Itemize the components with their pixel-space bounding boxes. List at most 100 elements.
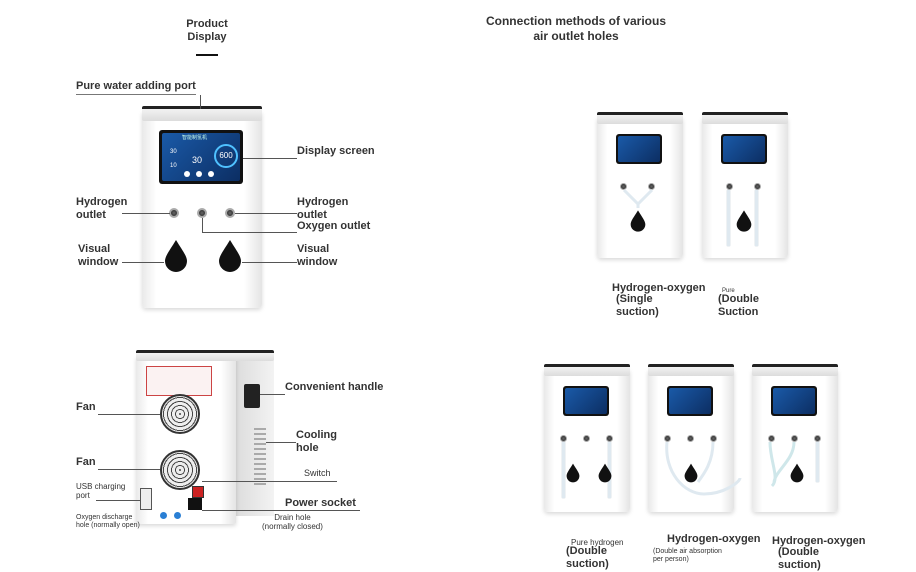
leader-line: [98, 469, 160, 470]
back-machine-lid: [136, 350, 274, 361]
leader-line: [202, 481, 337, 482]
hydrogen-outlet-left-knob: [169, 208, 179, 218]
outlet-knob: [687, 435, 694, 442]
fan-bottom-icon: [160, 450, 200, 490]
drain-hole: [174, 512, 181, 519]
hydrogen-outlet-right-knob: [225, 208, 235, 218]
tube: [816, 442, 819, 482]
outlet-knob: [664, 435, 671, 442]
title-underline: [196, 54, 218, 56]
front-machine-lid: [142, 106, 262, 121]
warning-sticker: [146, 366, 212, 396]
small-machine-lid: [544, 364, 630, 376]
y-tube-icon: [622, 188, 654, 208]
cooling-hole-grille: [254, 428, 266, 488]
convenient-handle-label: Convenient handle: [285, 381, 384, 393]
caption-bottom-1-large: (Double suction): [566, 545, 609, 570]
fan-top-label: Fan: [76, 401, 96, 413]
drop-icon: [566, 463, 580, 483]
small-screen: [616, 134, 662, 164]
small-machine-lid: [752, 364, 838, 376]
screen-value-b: 30: [192, 155, 203, 165]
leader-line: [260, 394, 285, 395]
tube: [755, 190, 758, 246]
usb-charging-port: [140, 488, 152, 510]
caption-top-1-small: Hydrogen-oxygen: [612, 282, 706, 294]
oxygen-discharge-hole: [160, 512, 167, 519]
fan-bottom-label: Fan: [76, 456, 96, 468]
screen-button-icon: [184, 171, 190, 177]
cooling-hole-label: Cooling hole: [296, 429, 337, 454]
usb-port-label: USB charging port: [76, 482, 126, 500]
screen-title: 智能制氢机: [182, 135, 208, 141]
drop-icon: [630, 210, 646, 232]
outlet-knob: [606, 435, 613, 442]
leader-line: [98, 414, 160, 415]
small-screen: [563, 386, 609, 416]
visual-window-right-drop-icon: [219, 240, 241, 272]
leader-line: [200, 95, 201, 109]
drop-icon: [790, 463, 804, 483]
caption-bottom-1-small: Pure hydrogen: [571, 538, 624, 547]
connection-methods-title: Connection methods of various air outlet…: [485, 14, 666, 43]
looped-tube-icon: [665, 442, 742, 496]
screen-dial: 600: [214, 144, 238, 168]
small-machine-lid: [597, 112, 683, 124]
screen-value-c: 10: [170, 163, 177, 169]
oxygen-outlet-knob: [197, 208, 207, 218]
convenient-handle: [244, 384, 260, 408]
screen-button-icon: [196, 171, 202, 177]
visual-window-left-drop-icon: [165, 240, 187, 272]
caption-top-2-small: Pure: [722, 288, 735, 294]
power-socket-label: Power socket: [285, 497, 356, 509]
product-display-title: Product Display: [186, 18, 228, 43]
drop-icon: [684, 463, 698, 483]
water-port-label: Pure water adding port: [76, 80, 196, 95]
display-screen-content: 智能制氢机 30 30 10 600: [162, 133, 240, 181]
tube: [727, 190, 730, 246]
outlet-knob: [560, 435, 567, 442]
outlet-knob: [754, 183, 761, 190]
small-screen: [721, 134, 767, 164]
leader-line: [202, 232, 297, 233]
leader-line: [266, 442, 296, 443]
small-screen: [667, 386, 713, 416]
tube: [562, 442, 565, 498]
small-machine-lid: [648, 364, 734, 376]
back-machine-side: [232, 356, 274, 516]
display-screen-label: Display screen: [297, 145, 375, 157]
oxygen-discharge-label: Oxygen discharge hole (normally open): [76, 514, 140, 529]
outlet-knob: [583, 435, 590, 442]
outlet-knob: [791, 435, 798, 442]
hydrogen-outlet-right-label: Hydrogen outlet: [297, 196, 349, 221]
outlet-knob: [814, 435, 821, 442]
hydrogen-outlet-left-label: Hydrogen outlet: [76, 196, 128, 221]
caption-bottom-3-large: (Double suction): [778, 546, 821, 571]
leader-line: [122, 213, 170, 214]
drop-icon: [736, 210, 752, 232]
power-socket: [188, 498, 202, 510]
visual-window-left-label: Visual window: [78, 243, 119, 268]
caption-bottom-2-large: (Double air absorption per person): [653, 548, 722, 563]
switch: [192, 486, 204, 498]
leader-line: [242, 262, 297, 263]
leader-line: [243, 158, 297, 159]
small-machine-lid: [702, 112, 788, 124]
screen-value-a: 30: [170, 149, 177, 155]
outlet-knob: [768, 435, 775, 442]
oxygen-outlet-label: Oxygen outlet: [297, 220, 371, 232]
leader-line: [96, 500, 140, 501]
leader-line: [122, 262, 164, 263]
small-screen: [771, 386, 817, 416]
crossed-tube-icon: [768, 442, 796, 488]
outlet-knob: [710, 435, 717, 442]
leader-line: [202, 510, 360, 511]
caption-bottom-2-small: Hydrogen-oxygen: [667, 533, 761, 545]
display-screen: 智能制氢机 30 30 10 600: [159, 130, 243, 184]
caption-top-1-large: (Single suction): [616, 293, 659, 318]
fan-top-icon: [160, 394, 200, 434]
caption-top-2-large: (Double Suction: [718, 293, 759, 318]
visual-window-right-label: Visual window: [297, 243, 338, 268]
screen-button-icon: [208, 171, 214, 177]
outlet-knob: [726, 183, 733, 190]
